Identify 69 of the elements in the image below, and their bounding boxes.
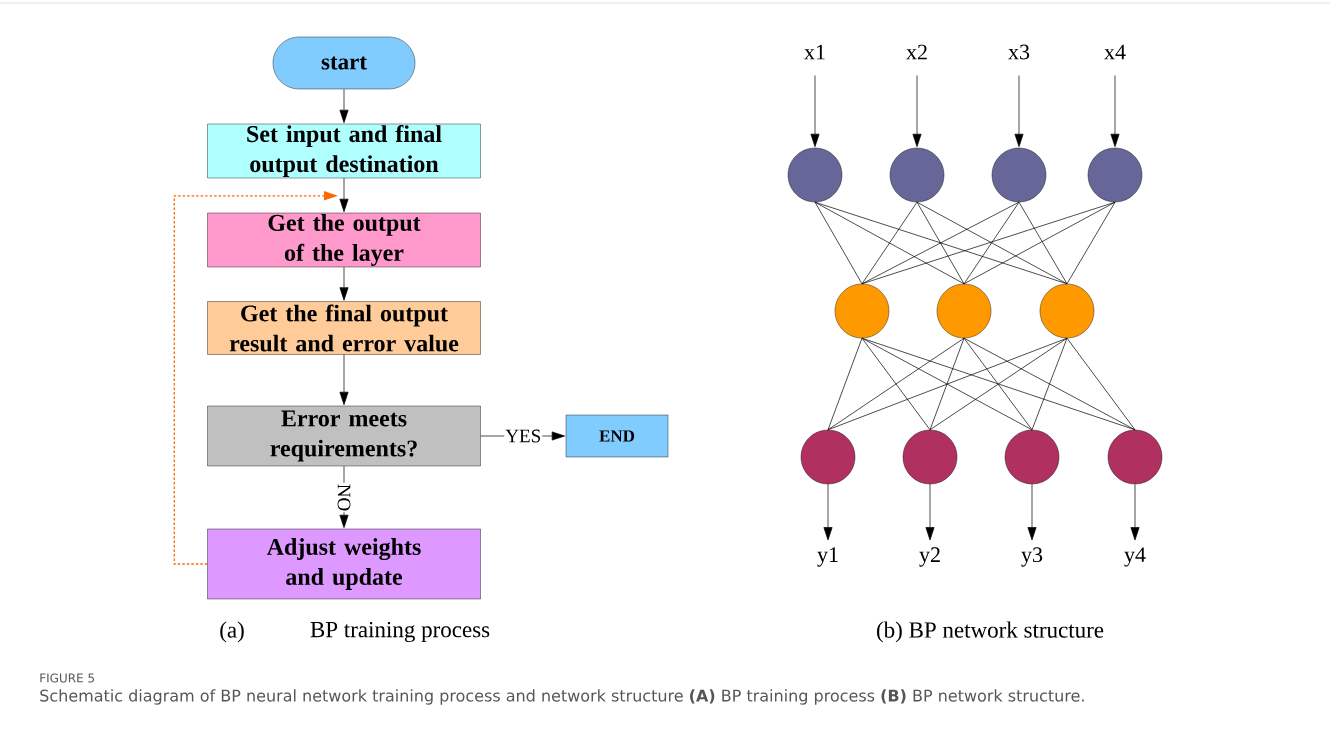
connection-line	[861, 201, 1020, 285]
connection-line	[861, 337, 1136, 431]
connection-line	[963, 337, 1033, 431]
panel-title: (b) BP network structure	[877, 621, 1104, 643]
arrow	[925, 483, 935, 541]
neuron-circle	[800, 429, 856, 485]
connection-line	[814, 201, 863, 285]
connection-line	[929, 337, 1068, 431]
decision-box: Error meets requirements?	[207, 405, 481, 467]
arrow	[339, 88, 349, 123]
panel-label: (a)	[220, 621, 244, 643]
caption: Schematic diagram of BP neural network training process and network structure (A) BP training process (B) BP network structure.	[40, 689, 1084, 705]
arrow	[1014, 75, 1024, 147]
neuron-circle	[991, 147, 1047, 203]
neuron-circle	[1004, 429, 1060, 485]
connection-line	[861, 337, 931, 431]
end-terminal: END	[565, 414, 669, 458]
connection-line	[861, 201, 918, 285]
neuron-circle	[936, 283, 992, 339]
edge-label: YES	[504, 428, 543, 444]
connection-line	[963, 337, 1136, 431]
connection-line	[861, 201, 1116, 285]
neuron-circle	[834, 283, 890, 339]
connection-line	[916, 201, 965, 285]
neuron-circle	[889, 147, 945, 203]
arrow	[339, 354, 349, 405]
input-label: x3	[1008, 44, 1030, 60]
neuron-circle	[1039, 283, 1095, 339]
neuron-circle	[1087, 147, 1143, 203]
neuron-circle	[902, 429, 958, 485]
connection-line	[861, 337, 1033, 431]
connection-line	[1031, 337, 1068, 431]
figure-number: FIGURE 5	[40, 673, 95, 683]
connection-line	[1018, 201, 1068, 285]
edge-label: NO	[336, 482, 352, 513]
neuron-circle	[787, 147, 843, 203]
input-label: x4	[1104, 44, 1126, 60]
output-label: y1	[817, 547, 838, 567]
connection-line	[814, 201, 965, 285]
connection-line	[963, 201, 1020, 285]
arrow	[339, 266, 349, 301]
connection-line	[1066, 201, 1116, 285]
process-box: Adjust weights and update	[207, 528, 481, 600]
output-label: y3	[1021, 547, 1043, 567]
arrow	[1130, 483, 1140, 541]
connection-line	[827, 337, 1068, 431]
panel-title: BP training process	[310, 621, 490, 643]
neuron-circle	[1107, 429, 1163, 485]
input-label: x1	[804, 44, 825, 60]
arrow	[810, 75, 820, 147]
connection-line	[963, 201, 1116, 285]
connection-line	[827, 337, 863, 431]
process-box: Get the final output result and error value	[207, 301, 481, 355]
arrow	[823, 483, 833, 541]
connection-line	[929, 337, 965, 431]
output-label: y4	[1124, 547, 1146, 567]
process-box: Set input and final output destination	[207, 123, 481, 179]
connection-line	[827, 337, 965, 431]
arrow	[1027, 483, 1037, 541]
connection-line	[916, 201, 1068, 285]
process-box: Get the output of the layer	[207, 212, 481, 268]
arrow	[339, 177, 349, 212]
connection-line	[814, 201, 1068, 285]
connection-line	[1066, 337, 1136, 431]
arrow	[1110, 75, 1120, 147]
start-terminal: start	[272, 36, 416, 90]
input-label: x2	[906, 44, 927, 60]
output-label: y2	[919, 547, 940, 567]
arrow	[912, 75, 922, 147]
